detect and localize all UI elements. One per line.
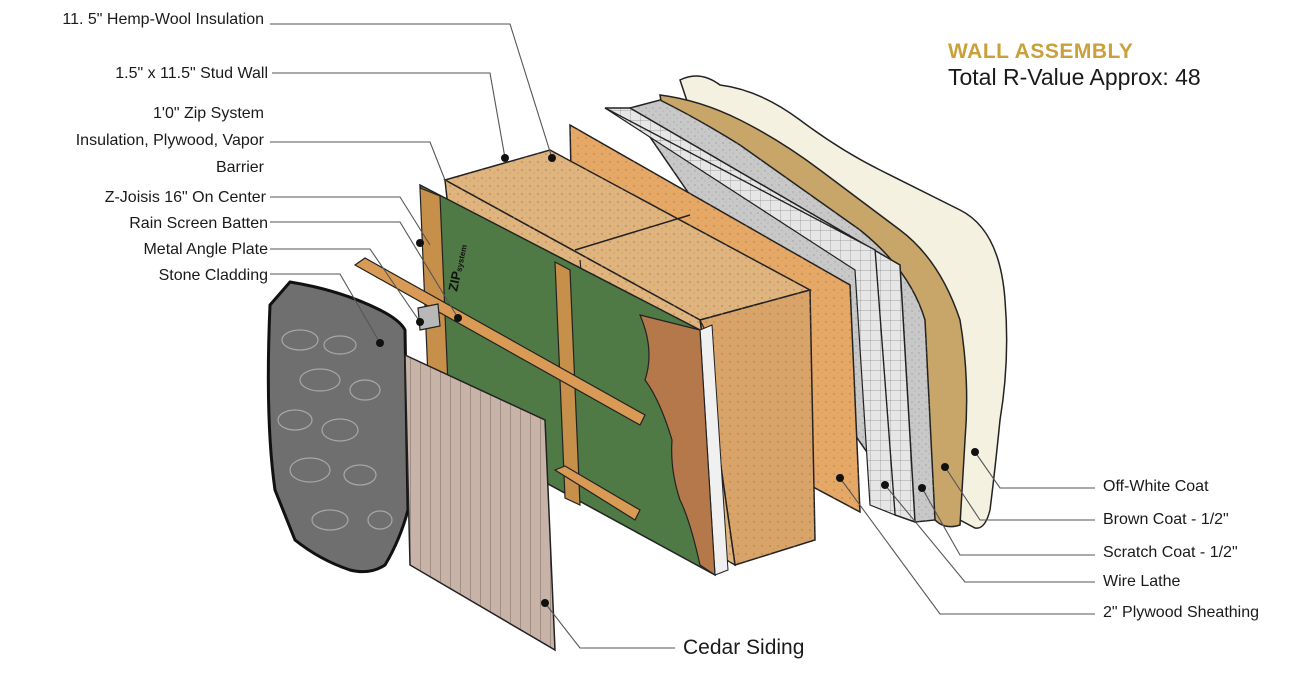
- label-stud-wall: 1.5" x 11.5" Stud Wall: [115, 65, 268, 82]
- label-zip-system-line3: Barrier: [215, 159, 264, 176]
- label-metal-angle-plate: Metal Angle Plate: [143, 241, 268, 258]
- label-wire-lathe: Wire Lathe: [1103, 573, 1181, 590]
- metal-angle-plate: [417, 303, 441, 331]
- label-cedar-siding: Cedar Siding: [683, 636, 805, 659]
- label-stone-cladding: Stone Cladding: [158, 267, 268, 284]
- leader-lines: [270, 23, 1095, 649]
- label-brown-coat: Brown Coat - 1/2": [1103, 511, 1229, 528]
- label-z-joists: Z-Joisis 16" On Center: [104, 189, 266, 206]
- label-off-white-coat: Off-White Coat: [1103, 478, 1209, 495]
- rain-screen-batten-top: [353, 257, 646, 426]
- label-rain-screen-batten: Rain Screen Batten: [129, 215, 268, 232]
- rain-screen-batten-bottom: [553, 465, 641, 521]
- label-zip-system-line2: Insulation, Plywood, Vapor: [75, 132, 264, 149]
- label-zip-system-line1: 1'0" Zip System: [153, 105, 264, 122]
- label-scratch-coat: Scratch Coat - 1/2": [1103, 544, 1238, 561]
- label-hemp-wool-insulation: 11. 5" Hemp-Wool Insulation: [62, 11, 264, 28]
- diagram-subtitle: Total R-Value Approx: 48: [948, 64, 1201, 90]
- title-block: WALL ASSEMBLY Total R-Value Approx: 48: [948, 40, 1201, 90]
- label-plywood-sheathing: 2" Plywood Sheathing: [1103, 604, 1260, 621]
- zip-logo-main: ZIP: [445, 269, 464, 292]
- leader-dots: [376, 154, 979, 607]
- cedar-siding: [404, 353, 556, 652]
- diagram-title: WALL ASSEMBLY: [948, 40, 1134, 63]
- stone-cladding: [266, 280, 410, 574]
